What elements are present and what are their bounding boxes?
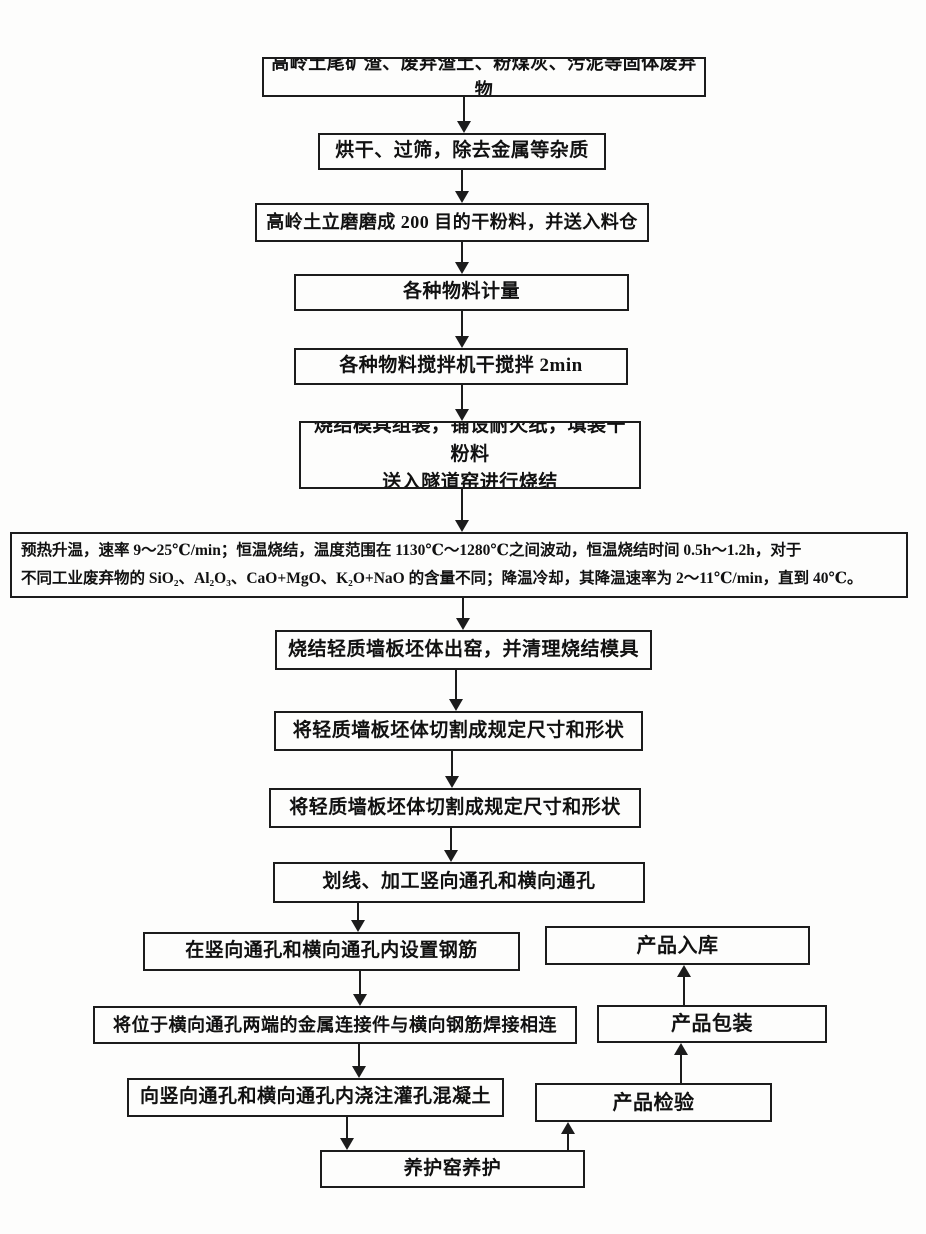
node-cutting-1: 将轻质墙板坯体切割成规定尺寸和形状 <box>274 711 643 751</box>
node-weld-connectors: 将位于横向通孔两端的金属连接件与横向钢筋焊接相连 <box>93 1006 577 1044</box>
arrow-dry-to-grind-icon <box>455 170 469 203</box>
arrow-weld-to-grout-icon <box>352 1044 366 1078</box>
arrow-rebar-to-weld-icon <box>353 971 367 1006</box>
node-mold-assembly: 烧结模具组装，铺设耐火纸，填装干粉料 送入隧道窑进行烧结 <box>299 421 641 489</box>
arrow-grind-to-metering-icon <box>455 242 469 274</box>
arrow-cut2-to-drill-icon <box>444 828 458 862</box>
arrow-waste-to-dry-icon <box>457 97 471 133</box>
arrow-metering-to-mixing-icon <box>455 311 469 348</box>
arrow-mixing-to-mold-icon <box>455 385 469 421</box>
node-product-packing: 产品包装 <box>597 1005 827 1043</box>
arrow-cut1-to-cut2-icon <box>445 751 459 788</box>
arrow-packing-to-storage-icon <box>677 965 691 1005</box>
node-sintering-parameters: 预热升温，速率 9～25℃/min；恒温烧结，温度范围在 1130℃～1280℃… <box>10 532 908 598</box>
node-product-storage: 产品入库 <box>545 926 810 965</box>
arrow-drill-to-rebar-icon <box>351 903 365 932</box>
node-solid-waste-input: 高岭土尾矿渣、废弃渣土、粉煤灰、污泥等固体废弃物 <box>262 57 706 97</box>
node-scribe-drill-holes: 划线、加工竖向通孔和横向通孔 <box>273 862 645 903</box>
arrow-exit-to-cut1-icon <box>449 670 463 711</box>
node-grind-200-mesh: 高岭土立磨磨成 200 目的干粉料，并送入料仓 <box>255 203 649 242</box>
node-kiln-exit: 烧结轻质墙板坯体出窑，并清理烧结模具 <box>275 630 652 670</box>
node-material-metering: 各种物料计量 <box>294 274 629 311</box>
node-dry-sieve: 烘干、过筛，除去金属等杂质 <box>318 133 606 170</box>
node-product-inspection: 产品检验 <box>535 1083 772 1122</box>
node-pour-grout-concrete: 向竖向通孔和横向通孔内浇注灌孔混凝土 <box>127 1078 504 1117</box>
arrow-sintering-to-exit-icon <box>456 598 470 630</box>
arrow-inspection-to-packing-icon <box>674 1043 688 1083</box>
node-cutting-2: 将轻质墙板坯体切割成规定尺寸和形状 <box>269 788 641 828</box>
arrow-mold-to-sintering-icon <box>455 489 469 532</box>
arrow-grout-to-curing-icon <box>340 1117 354 1150</box>
node-dry-mixing: 各种物料搅拌机干搅拌 2min <box>294 348 628 385</box>
node-place-rebar: 在竖向通孔和横向通孔内设置钢筋 <box>143 932 520 971</box>
arrow-curing-to-inspection-icon <box>561 1122 575 1150</box>
node-curing-kiln: 养护窑养护 <box>320 1150 585 1188</box>
